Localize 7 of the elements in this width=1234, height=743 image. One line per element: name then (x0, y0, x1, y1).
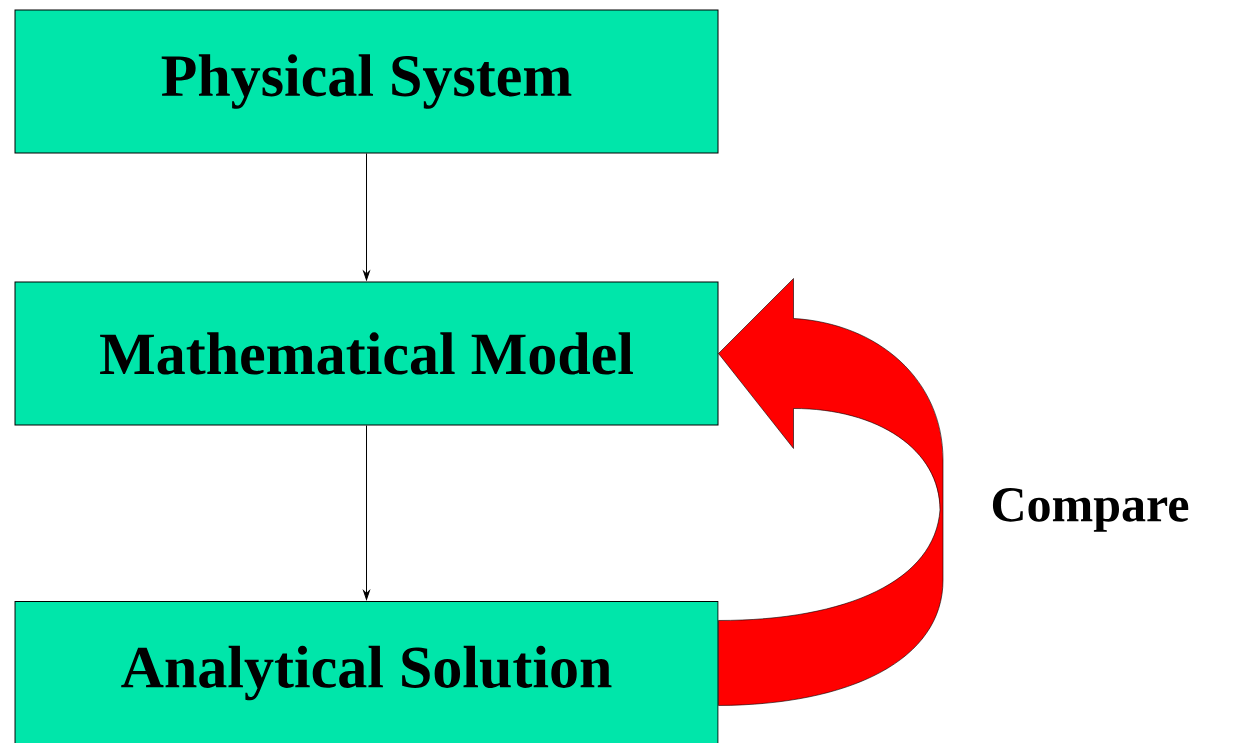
process-box: Physical System (14, 9, 719, 154)
arrow (363, 425, 370, 600)
process-box: Mathematical Model (14, 281, 719, 426)
curved-arrow (718, 278, 944, 706)
process-box: Analytical Solution (14, 601, 719, 743)
arrow (363, 153, 370, 281)
edge-label: Compare (992, 488, 1189, 532)
